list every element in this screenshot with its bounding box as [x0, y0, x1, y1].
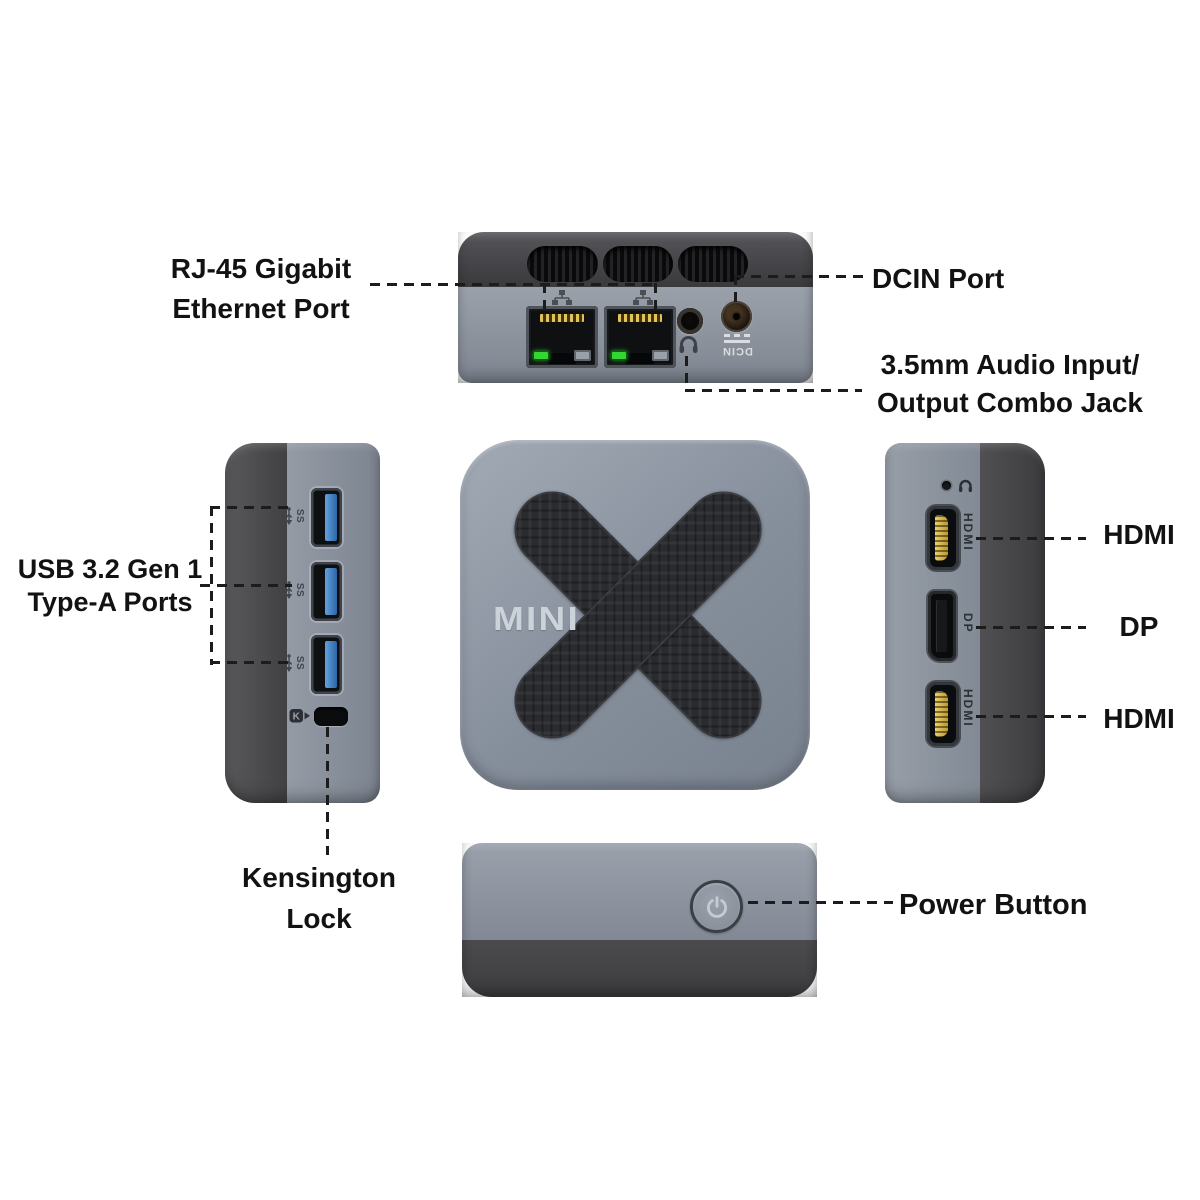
back-top-cover [458, 232, 813, 287]
kensington-slot [314, 707, 348, 726]
device-top-view: MINI [460, 440, 810, 790]
dcin-label: DCIN Port [872, 263, 1005, 294]
callout-line-audio [685, 389, 862, 392]
dp-marking: DP [961, 613, 975, 634]
usb-tab [325, 568, 337, 615]
device-left-view: SS SS SS K [225, 443, 380, 803]
headphone-icon [959, 479, 972, 493]
audio-combo-jack [677, 308, 703, 334]
dcin-marking: DCIN [717, 334, 757, 357]
link-led-green [533, 351, 549, 360]
dc-symbol-icon [724, 334, 750, 337]
hdmi-marking: HDMI [961, 513, 975, 552]
rj45-notch [548, 353, 576, 364]
brand-logo: MINI [493, 600, 580, 637]
power-label: Power Button [899, 889, 1088, 921]
dcin-marking-text: DCIN [721, 345, 753, 357]
callout-line-ethernet [543, 283, 546, 310]
callout-line-ethernet [370, 283, 657, 286]
left-top-cover [225, 443, 287, 803]
callout-line-dp [976, 626, 1086, 629]
callout-line-usb [200, 584, 292, 587]
callout-line-hdmi-bottom [976, 715, 1086, 718]
front-bottom-cover [462, 940, 817, 997]
kensington-lock-icon: K [289, 709, 310, 723]
kensington-label-line2: Lock [286, 903, 352, 934]
usb-a-port [311, 635, 342, 694]
power-icon [706, 895, 727, 918]
callout-line-ethernet [654, 283, 657, 310]
callout-line-audio [685, 356, 688, 392]
usb-a-port [311, 562, 342, 621]
superspeed-usb-icon: SS [281, 577, 307, 603]
hdmi-port [927, 682, 959, 746]
audio-label-line1: 3.5mm Audio Input/ [880, 349, 1140, 380]
usb-label-line2: Type-A Ports [27, 587, 193, 617]
ethernet-label-line1: RJ-45 Gigabit [170, 253, 352, 284]
dp-label: DP [1119, 611, 1159, 642]
power-button [690, 880, 743, 933]
ethernet-label-line2: Ethernet Port [172, 293, 350, 324]
rj45-port [604, 306, 676, 368]
reset-pinhole [942, 481, 951, 490]
kensington-label-line1: Kensington [242, 862, 396, 893]
hdmi-top-label: HDMI [1103, 519, 1175, 550]
callout-line-usb [210, 661, 292, 664]
usb-a-port [311, 488, 342, 547]
device-front-view [462, 843, 817, 997]
callout-line-hdmi-top [976, 537, 1086, 540]
right-top-cover [980, 443, 1045, 803]
device-back-view: DCIN [458, 232, 813, 383]
rj45-pins [618, 314, 662, 322]
dp-connector [936, 600, 947, 652]
hdmi-port [927, 506, 959, 570]
link-led-green [611, 351, 627, 360]
front-panel [462, 843, 817, 940]
usb-label-line1: USB 3.2 Gen 1 [17, 554, 203, 584]
ethernet-icon [633, 290, 653, 305]
ethernet-label: RJ-45 Gigabit Ethernet Port [136, 249, 386, 329]
callout-line-power [748, 901, 893, 904]
callout-line-dcin [734, 275, 866, 278]
dp-port [928, 591, 956, 661]
hdmi-connector [935, 691, 948, 737]
usb-tab [325, 494, 337, 541]
activity-led [574, 350, 591, 361]
rj45-notch [626, 353, 654, 364]
headset-icon [679, 336, 698, 353]
callout-line-usb [210, 506, 292, 509]
hdmi-connector [935, 515, 948, 561]
rj45-pins [540, 314, 584, 322]
ethernet-icon [552, 290, 572, 305]
hdmi-marking: HDMI [961, 689, 975, 728]
vent-grille [527, 246, 598, 282]
dcin-jack [721, 301, 752, 332]
callout-line-kensington [326, 727, 329, 855]
vent-grille [603, 246, 673, 282]
hdmi-bottom-label: HDMI [1103, 703, 1175, 734]
device-right-view: HDMI DP HDMI [885, 443, 1045, 803]
activity-led [652, 350, 669, 361]
svg-text:K: K [293, 712, 301, 723]
callout-line-dcin [734, 275, 737, 304]
audio-label: 3.5mm Audio Input/ Output Combo Jack [868, 346, 1152, 422]
usb-tab [325, 641, 337, 688]
kensington-label: Kensington Lock [235, 857, 403, 939]
audio-label-line2: Output Combo Jack [876, 387, 1143, 418]
dc-symbol-icon [724, 340, 750, 343]
usb-label: USB 3.2 Gen 1 Type-A Ports [14, 553, 206, 619]
rj45-port [526, 306, 598, 368]
